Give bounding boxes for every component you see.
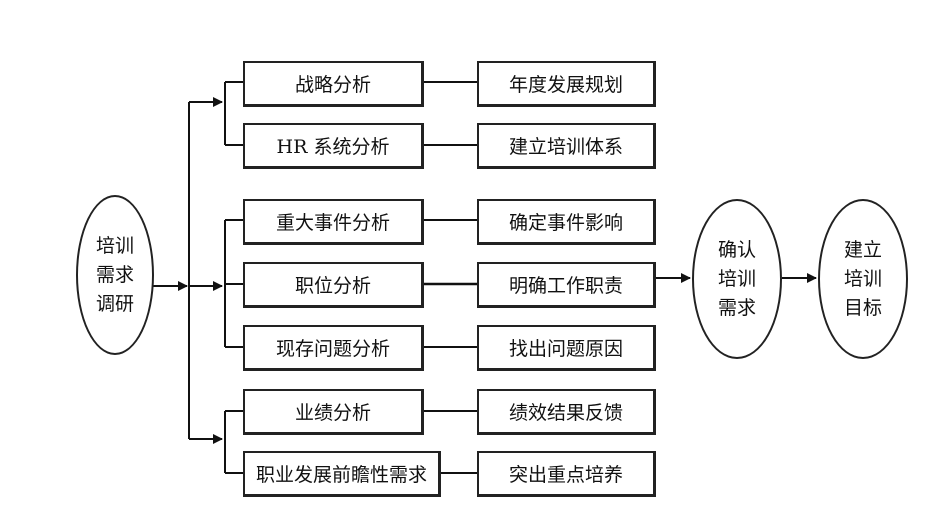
start-node-line-2: 需求 bbox=[95, 263, 134, 286]
analysis-box-hr-system: HR 系统分析 bbox=[243, 123, 424, 169]
analysis-box-performance: 业绩分析 bbox=[243, 389, 424, 435]
analysis-label: 业绩分析 bbox=[294, 402, 371, 424]
outcome-box-job-duties: 明确工作职责 bbox=[477, 262, 656, 308]
confirm-node-line-3: 需求 bbox=[717, 296, 756, 319]
analysis-label: 现存问题分析 bbox=[275, 338, 390, 360]
goal-node-line-3: 目标 bbox=[843, 296, 882, 319]
analysis-box-career-development: 职业发展前瞻性需求 bbox=[243, 451, 441, 497]
analysis-label: 职业发展前瞻性需求 bbox=[255, 464, 427, 486]
outcome-box-annual-plan: 年度发展规划 bbox=[477, 61, 656, 107]
start-node-line-1: 培训 bbox=[95, 234, 134, 257]
training-goal-node: 建立 培训 目标 bbox=[818, 199, 908, 359]
outcome-box-performance-feedback: 绩效结果反馈 bbox=[477, 389, 656, 435]
outcome-label: 明确工作职责 bbox=[508, 275, 623, 297]
analysis-label: 职位分析 bbox=[294, 275, 371, 297]
confirm-node-line-2: 培训 bbox=[717, 267, 756, 290]
analysis-label: HR 系统分析 bbox=[276, 136, 390, 158]
goal-node-line-1: 建立 bbox=[843, 238, 882, 261]
analysis-box-major-events: 重大事件分析 bbox=[243, 199, 424, 245]
analysis-box-existing-problems: 现存问题分析 bbox=[243, 325, 424, 371]
start-node-line-3: 调研 bbox=[95, 292, 134, 315]
analysis-box-strategy: 战略分析 bbox=[243, 61, 424, 107]
outcome-label: 建立培训体系 bbox=[508, 136, 623, 158]
outcome-box-key-cultivation: 突出重点培养 bbox=[477, 451, 656, 497]
analysis-label: 重大事件分析 bbox=[275, 212, 390, 234]
outcome-box-training-system: 建立培训体系 bbox=[477, 123, 656, 169]
outcome-label: 突出重点培养 bbox=[508, 464, 623, 486]
confirm-node-line-1: 确认 bbox=[717, 238, 756, 261]
outcome-label: 年度发展规划 bbox=[508, 74, 623, 96]
start-node-training-needs-research: 培训 需求 调研 bbox=[76, 195, 154, 355]
outcome-box-problem-causes: 找出问题原因 bbox=[477, 325, 656, 371]
goal-node-line-2: 培训 bbox=[843, 267, 882, 290]
outcome-box-event-impact: 确定事件影响 bbox=[477, 199, 656, 245]
outcome-label: 找出问题原因 bbox=[508, 338, 623, 360]
analysis-box-position: 职位分析 bbox=[243, 262, 424, 308]
confirm-needs-node: 确认 培训 需求 bbox=[692, 199, 782, 359]
outcome-label: 确定事件影响 bbox=[508, 212, 623, 234]
analysis-label: 战略分析 bbox=[294, 74, 371, 96]
outcome-label: 绩效结果反馈 bbox=[508, 402, 623, 424]
